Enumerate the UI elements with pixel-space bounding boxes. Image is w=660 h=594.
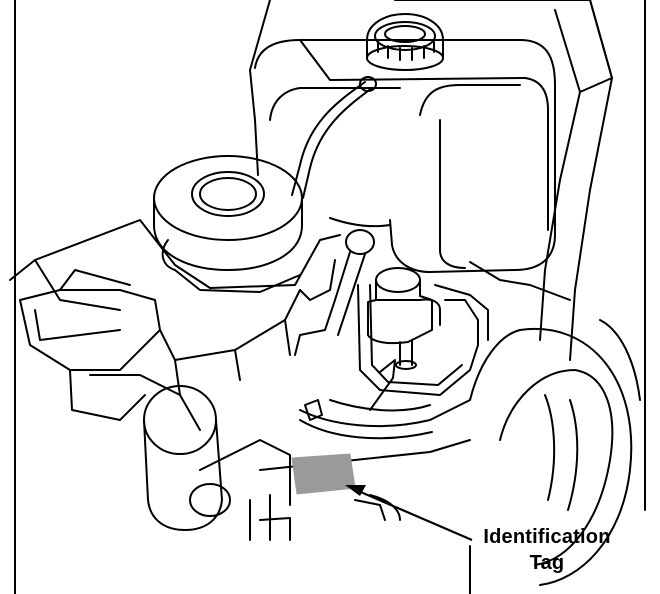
fluid-tank [254,39,556,273]
vent-hose [291,76,377,199]
callout-line-1: Identification [483,526,611,548]
throttle-lever [294,229,375,356]
callout-arrowhead [345,485,366,496]
muffler [143,385,291,541]
fill-cap [366,13,444,71]
callout-leader-line [355,488,473,542]
identification-tag [291,453,356,495]
cart-frame [299,261,571,440]
air-filter [153,155,303,293]
identification-tag-callout: Identification Tag [462,524,632,576]
callout-line-2: Tag [529,552,565,574]
engine-housing [9,219,341,431]
handle-frame [249,0,613,361]
wheel [469,319,641,586]
pump-canister [367,267,441,370]
